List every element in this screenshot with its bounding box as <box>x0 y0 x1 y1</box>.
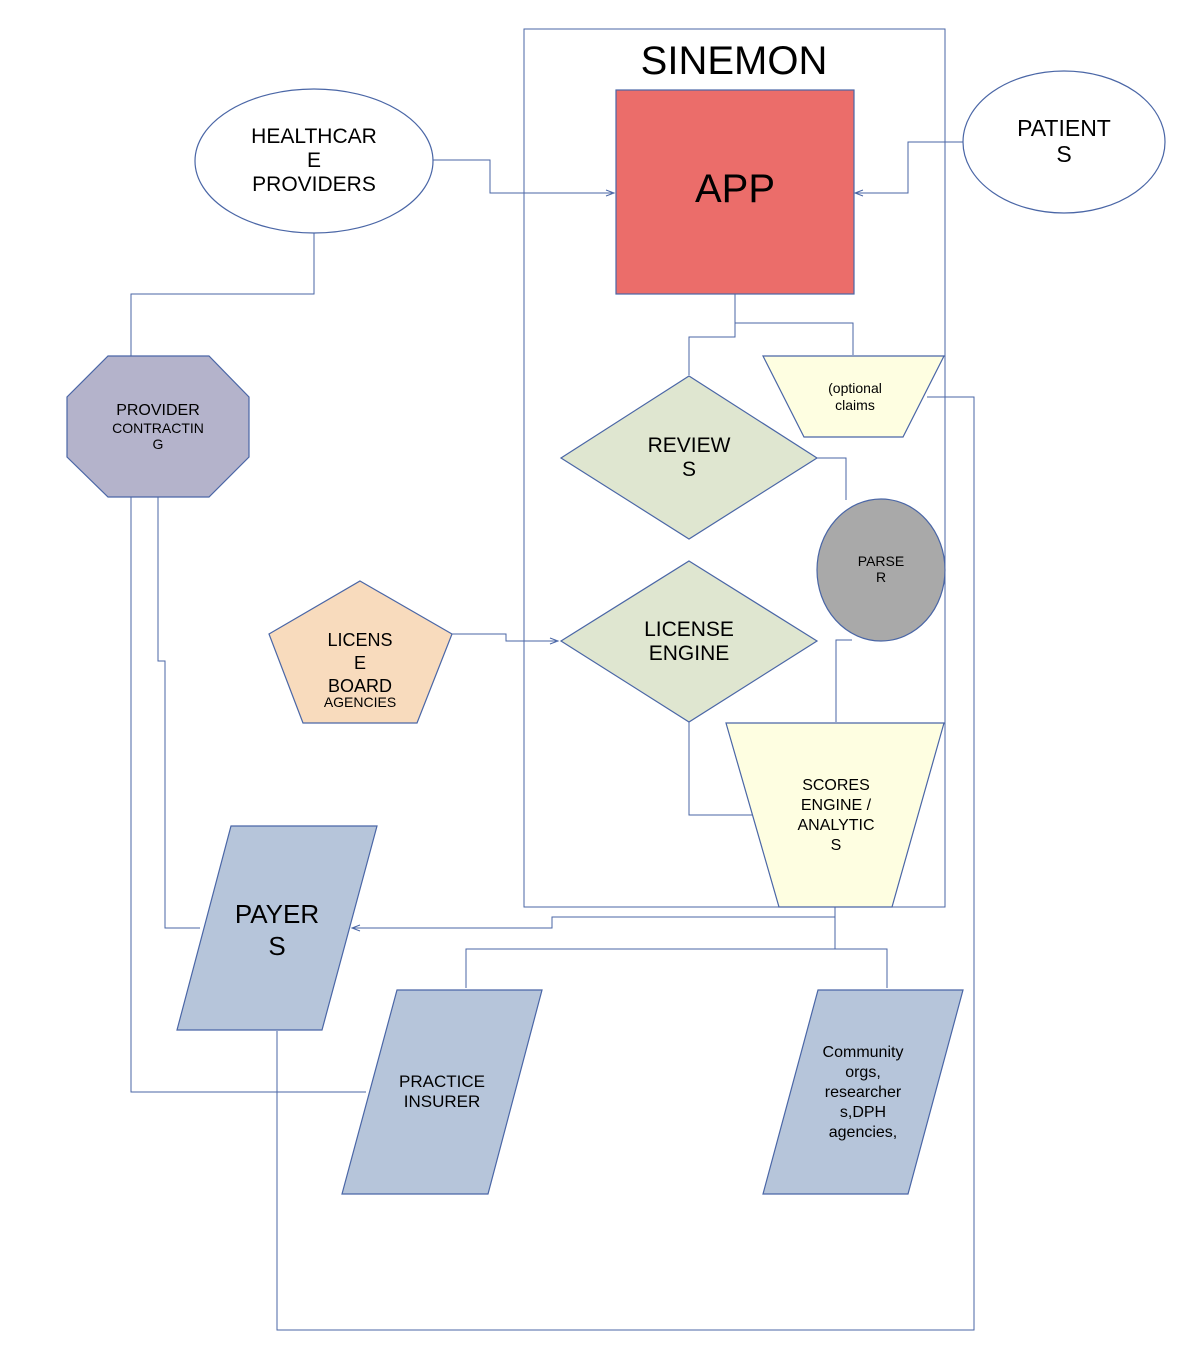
diagram-title: SINEMON <box>640 39 828 83</box>
scores-engine-node <box>725 722 945 908</box>
patients-node <box>962 70 1166 214</box>
payers-node <box>176 825 378 1031</box>
optional-claims-label: (optional claims <box>828 380 882 413</box>
payers-label: PAYER S <box>234 899 320 961</box>
community-label: Community orgs, researcher s,DPH agencie… <box>822 1044 904 1141</box>
healthcare-providers-label: HEALTHCAR E PROVIDERS <box>251 125 377 196</box>
app-node <box>615 89 855 295</box>
connector-scores-community <box>835 948 888 988</box>
connector-parser-scores <box>835 639 852 722</box>
connector-scores-payers <box>353 907 836 929</box>
app-label: APP <box>694 167 776 211</box>
license-engine-node <box>559 560 819 723</box>
connector-patients-app <box>856 141 963 194</box>
connector-app-reviews <box>688 323 736 375</box>
community-node <box>762 989 964 1195</box>
license-engine-label: LICENSE ENGINE <box>644 618 734 665</box>
connector-contracting-insurer <box>130 497 366 1093</box>
license-board-node <box>268 580 453 724</box>
provider-contracting-node <box>66 355 250 498</box>
provider-contracting-sublabel: CONTRACTIN G <box>112 420 204 452</box>
connector-reviews-parser <box>817 457 847 500</box>
connector-contracting-payers <box>157 497 200 929</box>
patients-label: PATIENT S <box>1017 115 1111 167</box>
license-board-sublabel: AGENCIES <box>323 694 397 710</box>
practice-insurer-node <box>341 989 543 1195</box>
reviews-node <box>559 375 819 540</box>
reviews-label: REVIEW S <box>647 434 731 481</box>
connector-claims-loop <box>276 396 975 1331</box>
healthcare-providers-node <box>194 88 434 234</box>
connector-board-engine <box>452 633 556 642</box>
practice-insurer-label: PRACTICE INSURER <box>399 1072 485 1111</box>
license-board-label: LICENS E BOARD <box>327 630 393 696</box>
connector-providers-app <box>432 159 612 194</box>
optional-claims-node <box>762 355 945 438</box>
provider-contracting-label: PROVIDER <box>116 402 200 419</box>
connector-app-claims <box>734 294 854 355</box>
connector-providers-contracting <box>130 232 315 356</box>
parser-label: PARSE R <box>857 553 905 585</box>
scores-engine-label: SCORES ENGINE / ANALYTIC S <box>797 777 875 854</box>
sinemon-container <box>523 28 946 908</box>
connector-scores-insurer <box>465 917 836 988</box>
parser-node <box>816 498 946 642</box>
connector-engine-scores <box>688 722 754 816</box>
connectors <box>130 141 975 1331</box>
